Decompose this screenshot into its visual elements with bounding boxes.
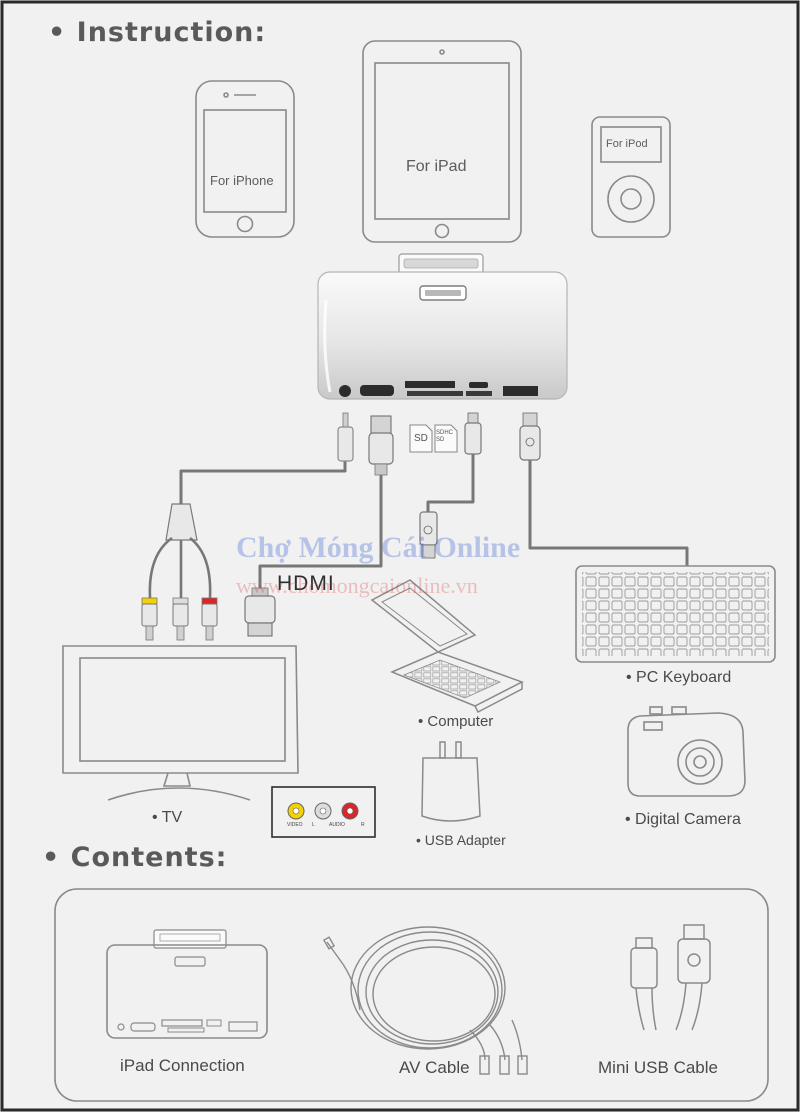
ipad-connection-drawing: [106, 929, 268, 1039]
av-cable: [179, 460, 347, 504]
mini-usb-plug-top: [464, 412, 482, 455]
usb-adapter-drawing: [421, 741, 481, 822]
ipad-drawing: [362, 40, 522, 243]
av-cable-coil-drawing: [322, 926, 528, 1075]
tv-drawing: [62, 645, 299, 801]
usb-plug-keyboard: [519, 412, 541, 461]
pc-keyboard-label: • PC Keyboard: [626, 669, 732, 686]
contents-heading: • Contents:: [42, 842, 228, 873]
ipad-connection-label: iPad Connection: [120, 1056, 245, 1075]
usb-adapter-label: • USB Adapter: [416, 832, 506, 848]
instruction-heading: • Instruction:: [48, 17, 267, 48]
laptop-drawing: [370, 579, 524, 714]
usb-plug-middle: [419, 511, 438, 559]
hdmi-plug-bottom: [244, 587, 276, 637]
av-panel-video-label: VIDEO: [287, 822, 303, 828]
sd-label: SD: [414, 433, 428, 444]
av-panel-audio-label: AUDIO: [329, 822, 345, 828]
av-panel-l-label: L: [312, 822, 315, 828]
sdhc-label: SDHC SD: [436, 430, 454, 443]
av-splitter: [141, 503, 218, 641]
iphone-drawing: [195, 80, 295, 238]
digital-camera-label: • Digital Camera: [625, 811, 741, 828]
tv-label: • TV: [152, 809, 183, 826]
iphone-label: For iPhone: [210, 173, 274, 188]
ipad-label: For iPad: [406, 158, 467, 175]
ipod-label: For iPod: [606, 138, 648, 150]
contents-box: [54, 888, 769, 1102]
av-panel-r-label: R: [361, 822, 365, 828]
adapter-drawing: [317, 271, 568, 400]
hdmi-plug-top: [368, 415, 394, 476]
hdmi-cable: [258, 474, 383, 590]
av-jack-panel: [271, 786, 376, 838]
watermark-url: www.chomongcaionline.vn: [236, 573, 478, 598]
camera-drawing: [627, 706, 746, 797]
av-cable-label: AV Cable: [399, 1058, 470, 1077]
watermark-name: Chợ Móng Cái Online: [236, 531, 521, 564]
hdmi-label: HDMI: [277, 572, 335, 595]
sd-cards: [409, 424, 458, 453]
audio-jack-plug: [337, 412, 354, 462]
ipod-drawing: [591, 116, 671, 238]
computer-label: • Computer: [418, 713, 494, 730]
keyboard-usb-cable: [528, 460, 689, 566]
mini-usb-cable-drawing: [630, 924, 711, 1031]
mini-usb-cable-label: Mini USB Cable: [598, 1058, 718, 1077]
keyboard-drawing: [575, 565, 776, 663]
